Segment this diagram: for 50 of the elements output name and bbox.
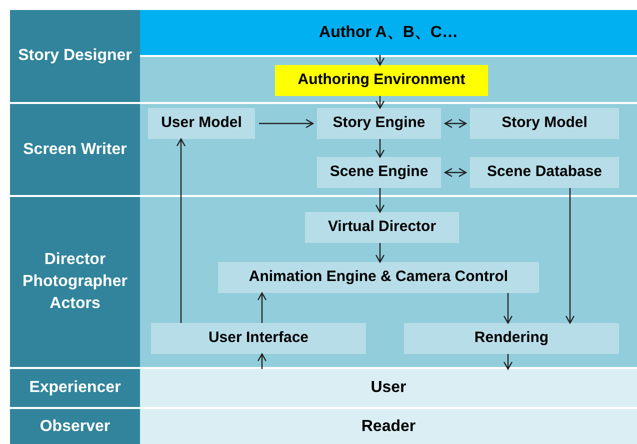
process-box [317,157,441,188]
arrow [503,354,513,370]
header-band [140,10,637,55]
arrow [444,168,467,178]
node-label: Scene Database [486,162,602,182]
node-label: Observer [40,416,110,436]
node-label: Scene Engine [330,162,428,182]
node-label: Director Photographer Actors [22,250,128,314]
arrow [375,139,385,158]
role-band [140,369,637,407]
node-label: Author A、B、C… [319,22,458,42]
node-label: User Interface [208,328,309,348]
arrow [259,118,314,128]
role-band [10,104,140,195]
process-box [305,212,459,243]
node-label: Experiencer [29,378,121,398]
arrow [176,138,186,323]
node-label: Reader [361,416,416,436]
process-box [148,108,255,139]
process-box [151,323,366,354]
arrow [257,292,267,323]
node-label: Screen Writer [23,140,127,160]
arrow [375,96,385,109]
role-band [140,409,637,444]
highlighted-box [275,65,488,96]
role-band [10,409,140,444]
arrow [257,353,267,369]
node-label: Animation Engine & Camera Control [248,267,508,288]
node-label: Virtual Director [328,217,436,238]
node-label: Authoring Environment [298,70,466,90]
node-label: User Model [161,113,242,134]
arrow [503,293,513,324]
process-box [218,262,539,293]
process-box [470,108,619,139]
node-label: Rendering [474,328,549,348]
node-label: Story Model [502,113,588,134]
process-box [404,323,619,354]
arrow [375,188,385,213]
arrow [375,243,385,263]
arrow [375,55,385,66]
node-label: Story Designer [18,46,132,66]
arrow [444,118,467,128]
process-box [470,157,619,188]
role-band [10,369,140,407]
process-box [317,108,441,139]
node-label: Story Engine [332,113,426,134]
arrow [565,188,575,324]
role-band [10,197,140,367]
role-band [10,10,140,102]
node-label: User [370,378,406,398]
